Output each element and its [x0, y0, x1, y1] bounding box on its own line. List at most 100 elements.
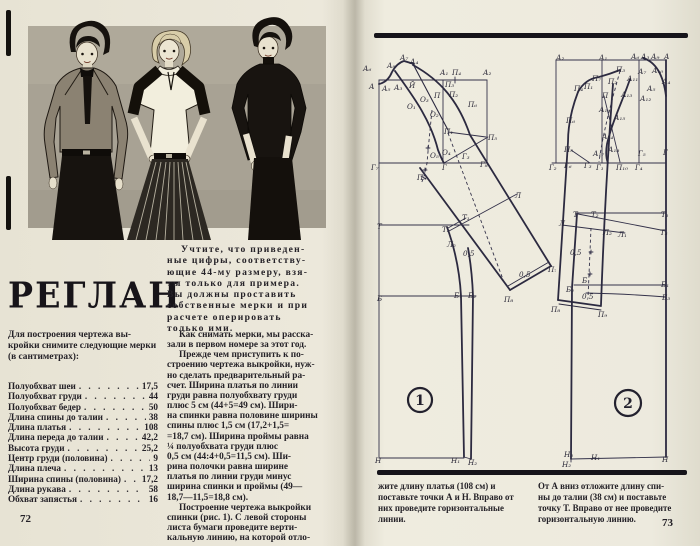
- diagram-point-label: О₁: [407, 102, 416, 111]
- diagram-point-label: 0,5: [570, 248, 582, 257]
- diagram-point-label: Н₃: [563, 450, 573, 459]
- diagram-point-label: Г₂: [548, 163, 557, 172]
- measurement-label: Полуобхват груди: [8, 391, 82, 402]
- measurement-value: 108: [144, 422, 158, 433]
- measurement-label: Высота груди: [8, 442, 65, 453]
- diagram-point-label: Г: [441, 163, 447, 172]
- bottom-rule: [377, 470, 687, 475]
- measurement-value: 17,5: [141, 381, 158, 391]
- body-paragraphs: Как снимать мерки, мы расска- зали в пер…: [167, 330, 348, 543]
- diagram-point-label: П₅: [487, 133, 497, 142]
- diagram-point-label: П: [601, 91, 609, 100]
- dot-leader: [106, 412, 146, 422]
- diagram-point-label: Н₂: [561, 460, 571, 469]
- woman-middle: [127, 30, 211, 241]
- dot-leader: [67, 443, 138, 453]
- diagram-point-label: П₆: [565, 116, 575, 125]
- diagram-point-label: Н: [374, 456, 382, 465]
- diagram-point-label: Б₂: [467, 291, 476, 300]
- top-rule: [374, 33, 688, 38]
- measurement-row: Центр груди (половина)9: [8, 453, 158, 463]
- diagram-point-label: А₂: [555, 53, 564, 62]
- measurement-label: Полуобхват бедер: [8, 401, 81, 412]
- page-number-right: 73: [662, 517, 673, 529]
- diagram-point-label: А₁: [598, 53, 607, 62]
- measurement-label: Ширина спины (половина): [8, 473, 121, 484]
- diagram-point-label: А: [368, 82, 374, 91]
- measurement-row: Длина спины до талии38: [8, 412, 158, 422]
- measurement-value: 16: [148, 494, 158, 505]
- diagram-point-label: Б₁: [660, 280, 669, 289]
- diagram-point-label: А₇: [399, 53, 408, 62]
- diagram-point-label: А₂: [482, 68, 491, 77]
- diagram-point-label: 0,5: [519, 270, 531, 279]
- dot-leader: [84, 402, 146, 412]
- diagram-point-label: А₃: [393, 83, 402, 92]
- diagram-point-label: Т₁: [462, 213, 470, 222]
- diagram-point-label: Н₁: [450, 456, 460, 465]
- diagram-point-label: Т₃: [660, 228, 668, 237]
- diagram-point-label: Б₂: [565, 285, 574, 294]
- dot-leader: [80, 494, 146, 504]
- measurement-label: Длина рукава: [8, 483, 66, 494]
- measurement-label: Длина платья: [8, 422, 67, 433]
- diagram-point-label: Г₆: [563, 161, 572, 170]
- paragraph: Как снимать мерки, мы расска- зали в пер…: [167, 330, 314, 351]
- diagram-point-label: П₉: [416, 173, 426, 182]
- measurement-label: Длина плеча: [8, 463, 62, 474]
- measurement-row: Ширина спины (половина) 17,2: [8, 474, 158, 484]
- note-paragraph: Учтите, что приведен- ные цифры, соответ…: [167, 244, 309, 335]
- diagram-point-label: Л: [514, 191, 522, 200]
- diagram-point-label: П₄: [451, 68, 461, 77]
- diagram-point-label: Н: [661, 455, 669, 464]
- diagram-point-label: П₈: [503, 295, 513, 304]
- measurement-label: Длина переда до талии: [8, 432, 104, 443]
- diagram-point-label: О₂: [430, 110, 439, 119]
- diagram-point-label: П₇: [547, 265, 556, 274]
- diagram-point-label: Г₁: [595, 163, 604, 172]
- woman-right: [231, 17, 307, 240]
- measurement-row: Полуобхват шеи17,5: [8, 381, 158, 391]
- diagram-point-label: А₈: [386, 61, 395, 70]
- diagram-point-label: А₉: [650, 52, 659, 61]
- dot-leader: [64, 463, 146, 473]
- skirt-pleats: [135, 161, 204, 241]
- diagram-point-label: А₄: [409, 57, 418, 66]
- figure-1-number: 1: [415, 393, 425, 409]
- diagram-point-label: Й: [408, 80, 416, 90]
- diagram-point-label: А₁₃: [620, 90, 632, 99]
- diagram-point-label: П₃: [444, 80, 454, 89]
- diagram-point-label: П₇: [591, 74, 601, 83]
- dot-leader: [69, 484, 146, 494]
- diagram-point-label: А₁₈: [607, 145, 619, 154]
- diagram-point-label: П₅: [563, 145, 573, 154]
- left-page: РЕГЛАН Для построения чертежа вы- кройки…: [0, 0, 352, 546]
- diagram-point-label: А₁₅: [613, 113, 625, 122]
- measurement-value: 38: [148, 411, 158, 422]
- measurement-value: 9: [153, 453, 158, 464]
- figure-2-number: 2: [623, 396, 633, 412]
- diagram-point-label: П₃: [615, 65, 625, 74]
- measurement-value: 17,2: [141, 473, 158, 484]
- diagram-point-label: А₇: [637, 67, 646, 76]
- diagram-point-label: Н₂: [467, 458, 477, 467]
- paragraph: Прежде чем приступить к по- строению чер…: [167, 350, 318, 503]
- diagram-point-label: Г₃: [583, 161, 592, 170]
- diagram-point-label: А₁₄: [601, 132, 613, 141]
- measurement-value: 25,2: [141, 442, 158, 453]
- measurement-label: Обхват запястья: [8, 494, 77, 505]
- diagram-point-label: П₁₀: [615, 163, 628, 172]
- diagram-point-label: Б: [581, 276, 588, 285]
- diagram-point-label: 0,5: [582, 292, 594, 301]
- diagram-point-label: П₆: [467, 100, 477, 109]
- diagram-point-label: 0,5: [463, 249, 475, 258]
- diagram-point-label: Т₂: [442, 225, 450, 234]
- diagram-point-label: П: [433, 91, 441, 100]
- diagram-point-label: П₂: [607, 77, 617, 86]
- diagram-point-label: П₄: [573, 84, 583, 93]
- diagram-point-label: Л₁: [617, 230, 627, 239]
